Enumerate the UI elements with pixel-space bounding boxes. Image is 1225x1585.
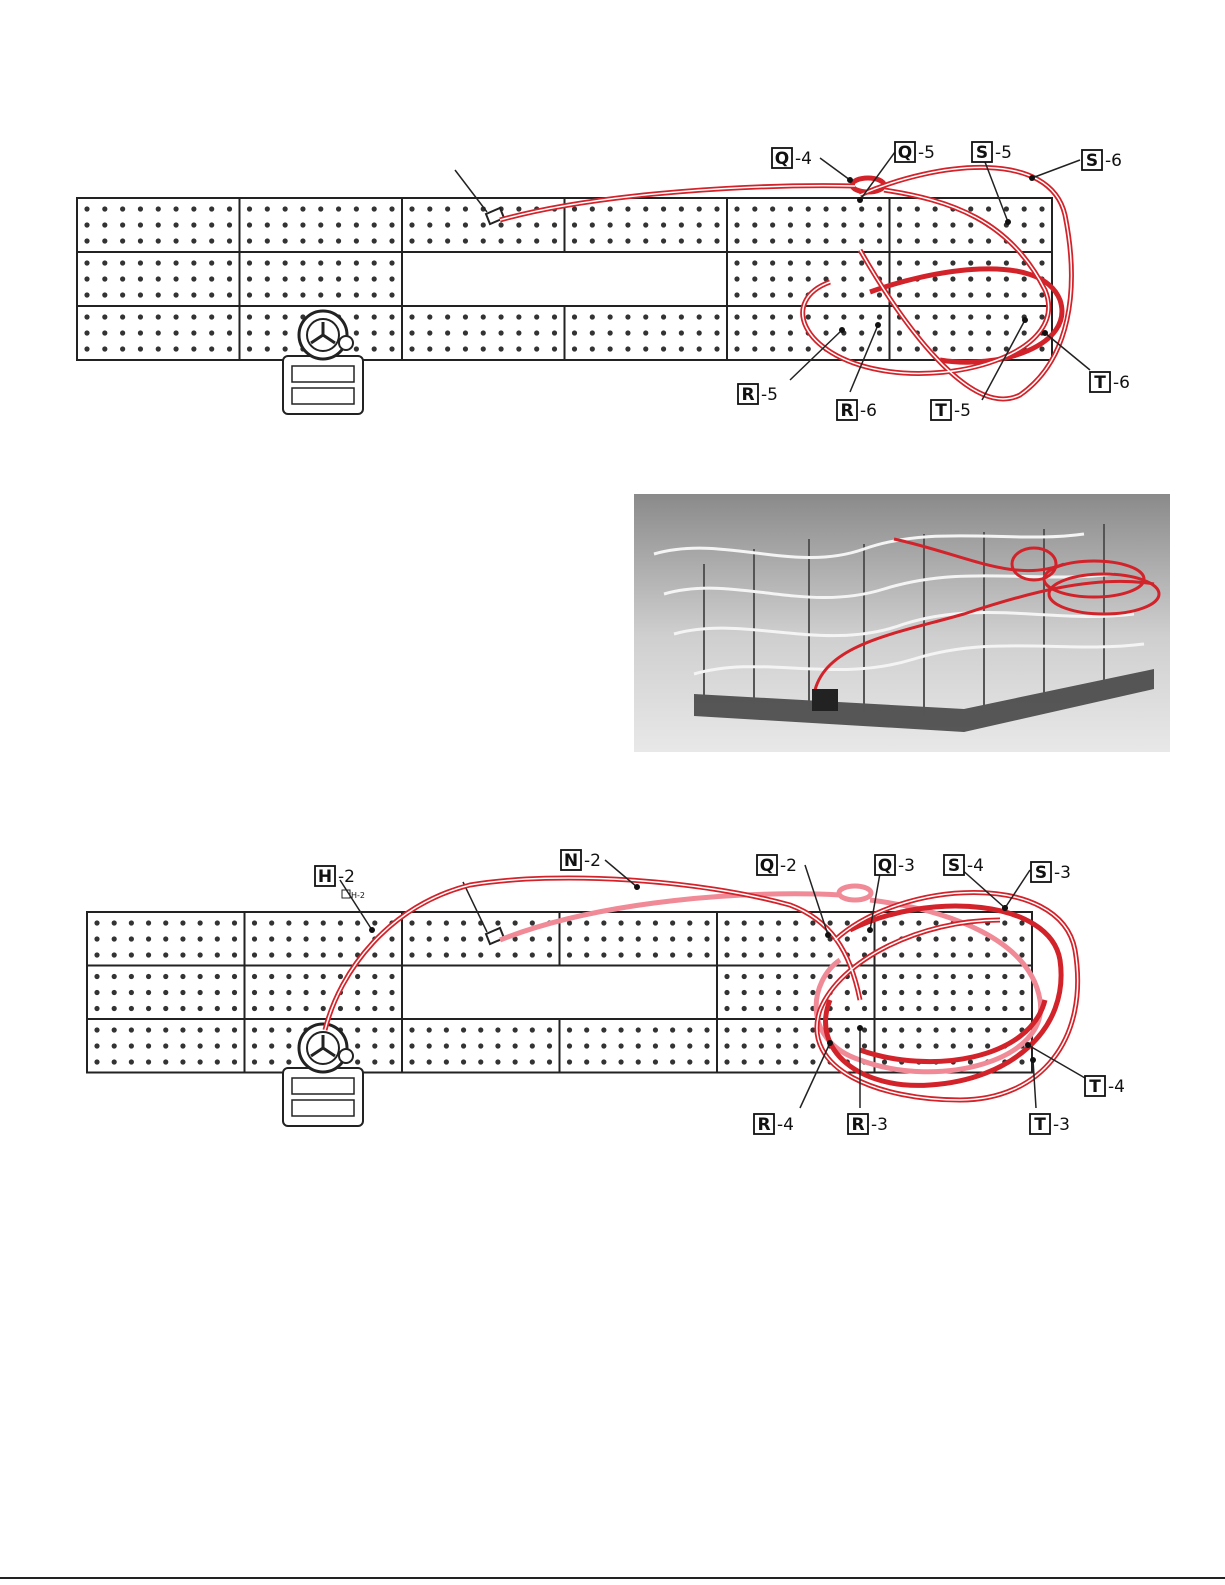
part-label-q-2: Q -2: [757, 855, 797, 876]
part-label-letter: T: [935, 401, 947, 421]
base-board: [565, 306, 728, 360]
base-board: [402, 1019, 560, 1073]
model-sketch: [634, 494, 1170, 752]
part-label-letter: S: [1035, 863, 1047, 883]
assembled-model-photo: [634, 494, 1170, 752]
part-label-letter: S: [1086, 151, 1098, 171]
part-label-letter: R: [840, 401, 853, 421]
small-h2-tag: H-2: [342, 890, 365, 900]
part-label-number: -6: [1113, 373, 1130, 393]
bottom-base-boards: [87, 912, 1032, 1073]
part-label-r-5: R -5: [738, 384, 778, 405]
part-label-letter: H: [318, 867, 332, 887]
part-label-number: -6: [1105, 151, 1122, 171]
base-board: [87, 966, 245, 1020]
part-label-r-6: R -6: [837, 400, 877, 421]
part-label-number: -5: [995, 143, 1012, 163]
part-label-letter: Q: [775, 149, 789, 169]
base-board: [77, 306, 240, 360]
part-label-number: -2: [338, 867, 355, 887]
part-label-number: -3: [871, 1115, 888, 1135]
base-board: [727, 198, 890, 252]
base-board: [402, 306, 565, 360]
part-label-s-4: S -4: [944, 855, 984, 876]
part-label-letter: T: [1034, 1115, 1046, 1135]
base-board: [87, 1019, 245, 1073]
part-label-t-6: T -6: [1090, 372, 1130, 393]
part-label-s-3: S -3: [1031, 862, 1071, 883]
part-label-h-2: H -2: [315, 866, 355, 887]
base-board: [77, 252, 240, 306]
part-label-number: -4: [795, 149, 812, 169]
base-board: [77, 198, 240, 252]
base-board: [890, 198, 1053, 252]
part-label-t-5: T -5: [931, 400, 971, 421]
part-label-letter: R: [757, 1115, 770, 1135]
part-label-number: -5: [954, 401, 971, 421]
part-label-letter: T: [1094, 373, 1106, 393]
part-label-q-3: Q -3: [875, 855, 915, 876]
part-label-letter: Q: [760, 856, 774, 876]
base-board: [875, 966, 1033, 1020]
base-board: [560, 912, 718, 966]
small-h2-text: H-2: [351, 891, 365, 900]
part-label-number: -3: [1054, 863, 1071, 883]
part-label-r-3: R -3: [848, 1114, 888, 1135]
part-label-n-2: N -2: [561, 850, 601, 871]
base-board: [240, 198, 403, 252]
part-label-number: -2: [780, 856, 797, 876]
part-label-letter: R: [851, 1115, 864, 1135]
part-label-letter: R: [741, 385, 754, 405]
part-label-number: -3: [898, 856, 915, 876]
page-bottom-rule: [0, 1577, 1225, 1579]
part-label-letter: Q: [878, 856, 892, 876]
base-board: [240, 252, 403, 306]
part-label-t-4: T -4: [1085, 1076, 1125, 1097]
part-label-number: -5: [918, 143, 935, 163]
base-board: [245, 966, 403, 1020]
base-board: [87, 912, 245, 966]
base-board: [717, 912, 875, 966]
part-label-r-4: R -4: [754, 1114, 794, 1135]
part-label-letter: T: [1089, 1077, 1101, 1097]
part-label-number: -5: [761, 385, 778, 405]
base-board: [560, 1019, 718, 1073]
part-label-number: -6: [860, 401, 877, 421]
part-label-number: -3: [1053, 1115, 1070, 1135]
base-board: [565, 198, 728, 252]
part-label-letter: N: [564, 851, 578, 871]
part-label-s-6: S -6: [1082, 150, 1122, 171]
part-label-q-4: Q -4: [772, 148, 812, 169]
part-label-s-5: S -5: [972, 142, 1012, 163]
part-label-number: -4: [777, 1115, 794, 1135]
part-label-letter: S: [976, 143, 988, 163]
part-label-letter: Q: [898, 143, 912, 163]
part-label-number: -4: [967, 856, 984, 876]
part-label-t-3: T -3: [1030, 1114, 1070, 1135]
part-label-number: -2: [584, 851, 601, 871]
part-label-letter: S: [948, 856, 960, 876]
part-label-number: -4: [1108, 1077, 1125, 1097]
part-label-q-5: Q -5: [895, 142, 935, 163]
